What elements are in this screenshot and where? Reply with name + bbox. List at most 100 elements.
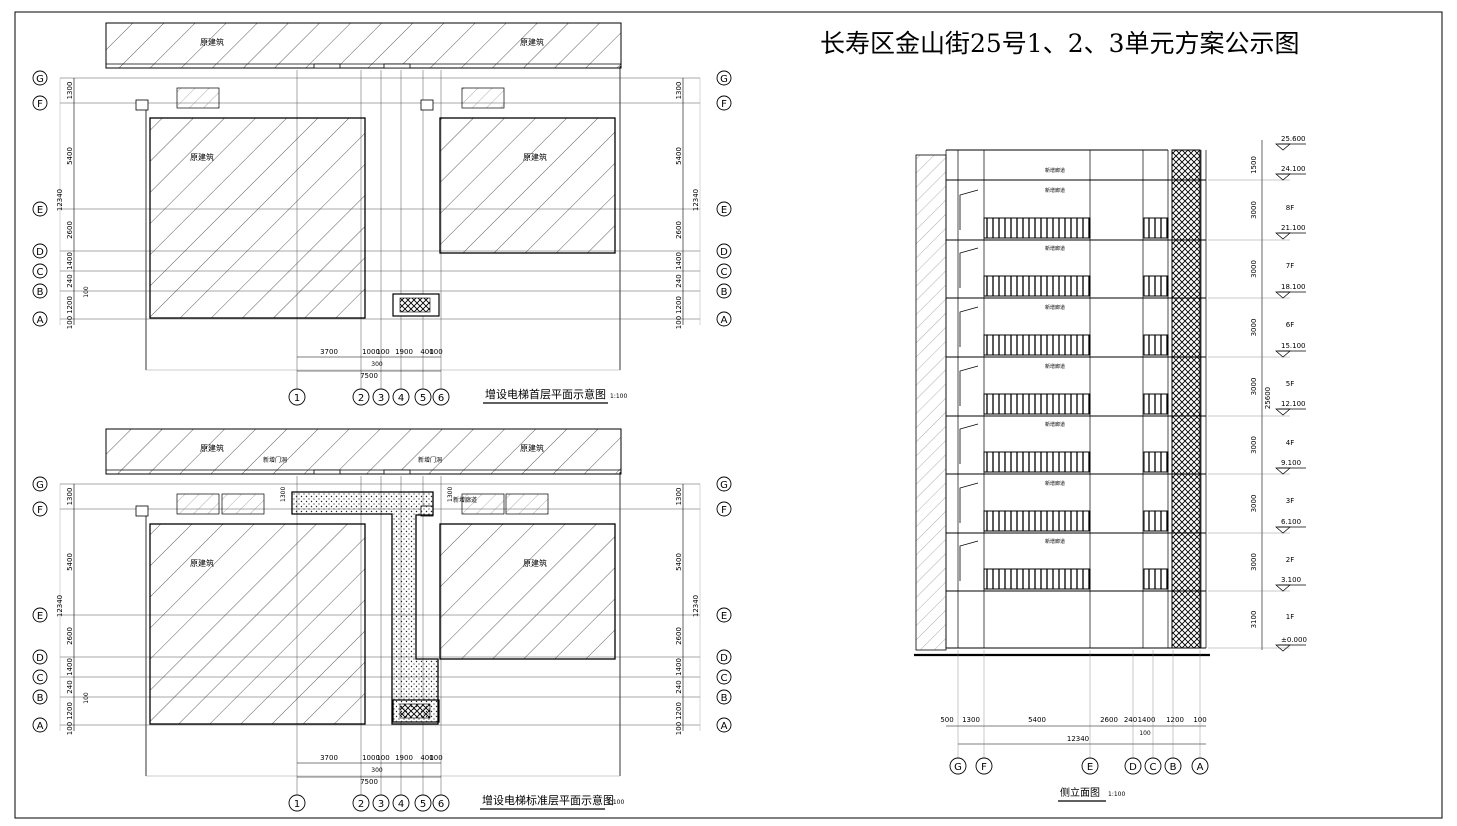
dim-text: 1900 — [395, 754, 413, 762]
dim-text: 100 — [675, 316, 683, 329]
corridor-label: 新增廊道 — [1045, 304, 1065, 311]
axis-bubble — [32, 607, 48, 623]
axis-bubble — [32, 283, 48, 299]
dim-text: 240 — [675, 680, 683, 693]
axis-bubble — [32, 201, 48, 217]
existing-building-left — [149, 523, 366, 725]
axis-bubble — [288, 794, 306, 812]
dim-text: 1200 — [1166, 716, 1184, 724]
axis-label: D — [720, 247, 728, 258]
door — [959, 423, 979, 464]
elevator-shaft-elevation — [1171, 149, 1201, 649]
level-text: ±0.000 — [1281, 636, 1307, 644]
dim-text: 2600 — [66, 221, 74, 239]
axis-label: E — [721, 611, 727, 622]
axis-label: D — [36, 653, 44, 664]
dim-text: 3100 — [1250, 611, 1258, 629]
dim-total: 25600 — [1264, 387, 1272, 409]
axis-bubble — [716, 95, 732, 111]
dim-text: 3000 — [1250, 319, 1258, 337]
axis-label: D — [720, 653, 728, 664]
dim-text: 1400 — [675, 252, 683, 270]
axis-bubble — [716, 669, 732, 685]
axis-label: B — [721, 693, 728, 704]
axis-label: 6 — [438, 393, 444, 404]
level-text: 6.100 — [1281, 518, 1301, 526]
axis-bubble — [32, 311, 48, 327]
railing — [1143, 568, 1169, 590]
existing-wall — [915, 154, 947, 651]
axis-bubble — [32, 95, 48, 111]
column — [135, 99, 149, 111]
axis-bubble — [32, 263, 48, 279]
corridor-label: 新增廊道 — [1045, 167, 1065, 174]
existing-building-left — [149, 117, 366, 319]
dim-text: 3000 — [1250, 495, 1258, 513]
axis-label: F — [721, 505, 727, 516]
axis-label: G — [954, 762, 962, 773]
axis-label: A — [37, 721, 44, 732]
axis-bubble — [716, 201, 732, 217]
dim-text: 5400 — [675, 553, 683, 571]
level-text: 15.100 — [1281, 342, 1306, 350]
window — [313, 63, 341, 69]
axis-label: G — [720, 74, 728, 85]
axis-label: 3 — [378, 393, 384, 404]
floor-label: 1F — [1286, 613, 1294, 621]
dim-text: 100 — [675, 722, 683, 735]
dim-text: 1400 — [675, 658, 683, 676]
window — [313, 469, 341, 475]
dim-text: 3000 — [1250, 553, 1258, 571]
door — [959, 365, 979, 406]
dim-text: 5400 — [675, 147, 683, 165]
dim-text: 100 — [376, 754, 389, 762]
stair — [461, 87, 505, 109]
dim-text: 400 — [420, 754, 433, 762]
railing — [1143, 275, 1169, 297]
axis-label: C — [721, 673, 728, 684]
dim-text: 300 — [371, 361, 383, 368]
stair — [505, 493, 549, 515]
axis-label: 4 — [398, 799, 404, 810]
level-mark — [1275, 291, 1291, 299]
dim-text: 1400 — [66, 658, 74, 676]
dim-text: 1200 — [66, 296, 74, 314]
axis-bubble — [32, 70, 48, 86]
axis-label: 6 — [438, 799, 444, 810]
door — [959, 189, 979, 230]
axis-bubble — [716, 70, 732, 86]
dim-total: 7500 — [360, 372, 378, 380]
corridor-label: 新增廊道 — [1045, 245, 1065, 252]
dim-text: 240 — [66, 274, 74, 287]
axis-label: E — [37, 611, 43, 622]
axis-bubble — [352, 388, 370, 406]
dim-text: 100 — [83, 286, 90, 298]
existing-building-strip — [105, 428, 622, 475]
dim-total: 12340 — [56, 595, 64, 617]
dim-text: 300 — [371, 767, 383, 774]
railing — [983, 393, 1091, 415]
window — [383, 63, 411, 69]
existing-label: 原建筑 — [520, 37, 544, 47]
axis-bubble — [32, 669, 48, 685]
axis-label: 2 — [358, 799, 364, 810]
level-text: 25.600 — [1281, 135, 1306, 143]
level-text: 24.100 — [1281, 165, 1306, 173]
stair — [176, 87, 220, 109]
level-text: 21.100 — [1281, 224, 1306, 232]
axis-bubble — [32, 649, 48, 665]
axis-label: A — [1197, 762, 1204, 773]
dim-text: 1000 — [362, 348, 380, 356]
dim-text: 1500 — [1250, 156, 1258, 174]
axis-bubble — [392, 388, 410, 406]
axis-bubble — [32, 717, 48, 733]
dim-text: 240 — [66, 680, 74, 693]
axis-bubble — [392, 794, 410, 812]
axis-bubble — [372, 794, 390, 812]
axis-label: E — [1087, 762, 1093, 773]
axis-label: D — [36, 247, 44, 258]
railing — [1143, 217, 1169, 239]
stair — [461, 493, 505, 515]
axis-bubble — [32, 243, 48, 259]
